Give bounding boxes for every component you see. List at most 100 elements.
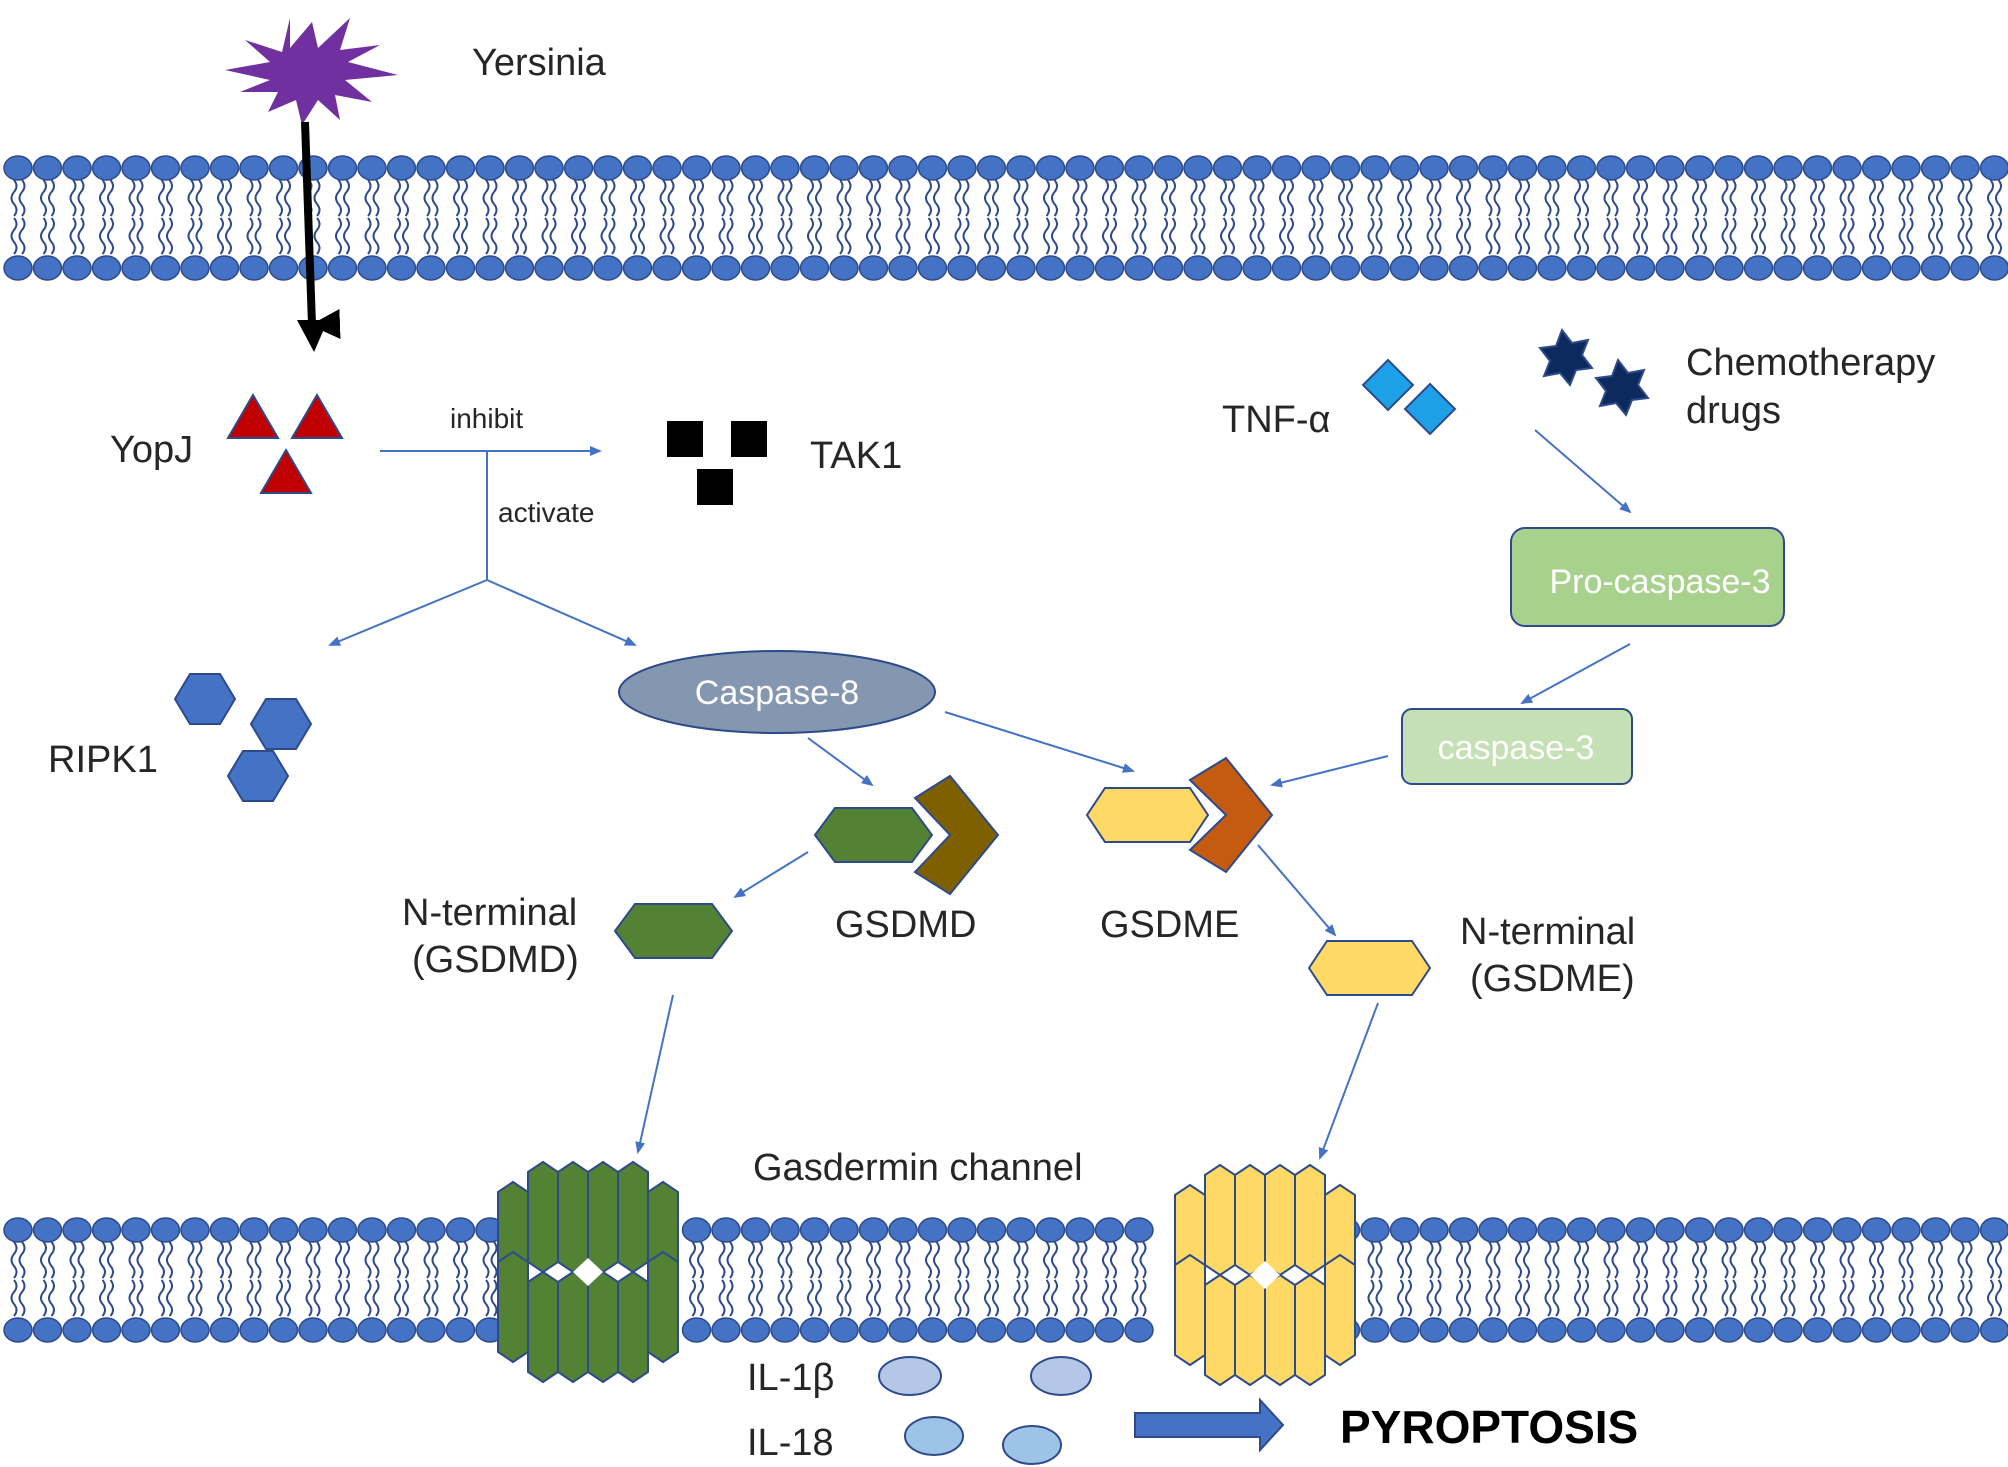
gsdmd-protein-icon xyxy=(813,774,1000,896)
nterminal-gsdmd-icon xyxy=(613,903,734,959)
caspase3-to-gsdme-arrow xyxy=(1270,755,1389,788)
lipid-molecule xyxy=(770,1217,800,1343)
lipid-molecule xyxy=(209,1217,240,1343)
cytokine-ellipses-icon xyxy=(878,1356,1092,1396)
il1b-label: IL-1β xyxy=(747,1357,834,1399)
lipid-molecule xyxy=(91,155,122,281)
lipid-molecule xyxy=(1507,155,1538,281)
lipid-molecule xyxy=(1861,155,1892,281)
gasdermin-subunit xyxy=(617,1270,649,1384)
gsdme-to-nterminal-arrow xyxy=(1257,844,1337,937)
lipid-molecule xyxy=(1124,1217,1154,1343)
lipid-molecule xyxy=(386,155,417,281)
gasdermin-subunit xyxy=(557,1270,589,1384)
activate-to-caspase8-arrow xyxy=(486,579,637,646)
gsdme-protein-icon xyxy=(1085,756,1274,874)
gasdermin-subunit xyxy=(587,1160,619,1274)
lipid-molecule xyxy=(1832,155,1862,281)
lipid-molecule xyxy=(1419,155,1449,281)
lipid-molecule xyxy=(681,155,712,281)
gasdermin-subunit xyxy=(1324,1253,1356,1367)
lipid-molecule xyxy=(416,1217,446,1343)
lipid-molecule xyxy=(1301,155,1331,281)
lipid-molecule xyxy=(1006,155,1036,281)
gasdermin-subunit xyxy=(1204,1163,1236,1277)
lipid-molecule xyxy=(1330,155,1361,281)
lipid-molecule xyxy=(1920,155,1951,281)
yersinia-arrowhead xyxy=(297,320,328,352)
lipid-molecule xyxy=(1714,155,1744,281)
chemotherapy-drug-stars-icon xyxy=(1538,327,1650,417)
lipid-molecule xyxy=(1714,1217,1744,1343)
lipid-molecule xyxy=(888,155,918,281)
gasdermin-subunit xyxy=(1294,1273,1326,1387)
lipid-molecule xyxy=(1360,1217,1390,1343)
lipid-molecule xyxy=(1625,1217,1656,1343)
pyroptosis-label: PYROPTOSIS xyxy=(1340,1401,1638,1453)
lipid-molecule xyxy=(239,155,269,281)
gasdermin-subunit xyxy=(527,1160,559,1274)
lipid-molecule xyxy=(1360,155,1390,281)
lipid-molecule xyxy=(1242,155,1272,281)
pore-opening xyxy=(573,1258,603,1286)
lipid-molecule xyxy=(1389,1217,1420,1343)
tnf-alpha-label: TNF-α xyxy=(1222,399,1331,441)
chemotherapy-label-line2: drugs xyxy=(1686,390,1781,432)
gasdermin-subunit xyxy=(1174,1253,1206,1367)
lipid-molecule xyxy=(32,155,63,281)
lipid-molecule xyxy=(1537,155,1567,281)
lipid-molecule xyxy=(622,155,653,281)
lipid-molecule xyxy=(563,155,594,281)
ripk1-hexagons-icon xyxy=(173,673,313,802)
lipid-molecule xyxy=(681,1217,712,1343)
nterminal-gsdmd-to-channel-arrow xyxy=(635,994,674,1154)
lipid-molecule xyxy=(1065,1217,1095,1343)
lipid-molecule xyxy=(1596,1217,1626,1343)
lipid-molecule xyxy=(1743,155,1774,281)
activate-label: activate xyxy=(498,497,595,528)
lipid-molecule xyxy=(593,155,623,281)
lipid-molecule xyxy=(711,155,741,281)
ripk1-label: RIPK1 xyxy=(48,739,158,781)
pro-caspase3-label: Pro-caspase-3 xyxy=(1549,563,1770,601)
gasdermin-subunit xyxy=(587,1270,619,1384)
gsdme-channel-pore xyxy=(1174,1163,1356,1387)
lipid-molecule xyxy=(1537,1217,1567,1343)
lipid-molecule xyxy=(150,1217,181,1343)
lipid-molecule xyxy=(1950,1217,1980,1343)
lipid-molecule xyxy=(1478,155,1508,281)
lipid-molecule xyxy=(1124,155,1154,281)
lipid-molecule xyxy=(1389,155,1420,281)
lipid-molecule xyxy=(62,155,92,281)
tak1-squares-icon xyxy=(667,421,767,505)
il18-label: IL-18 xyxy=(747,1422,834,1464)
lipid-molecule xyxy=(1094,155,1125,281)
lipid-molecule xyxy=(327,1217,358,1343)
gsdmd-to-nterminal-arrow xyxy=(733,851,809,899)
lipid-molecule xyxy=(1566,155,1597,281)
lipid-molecule xyxy=(1625,155,1656,281)
yersinia-label: Yersinia xyxy=(472,42,607,84)
lipid-molecule xyxy=(1832,1217,1862,1343)
gasdermin-subunit xyxy=(1234,1273,1266,1387)
lipid-molecule xyxy=(1153,155,1184,281)
lipid-molecule xyxy=(1212,155,1243,281)
lipid-molecule xyxy=(711,1217,741,1343)
lipid-molecule xyxy=(32,1217,63,1343)
pore-opening xyxy=(1250,1261,1280,1289)
lipid-molecule xyxy=(1183,155,1213,281)
yopj-triangles-icon xyxy=(226,393,344,494)
caspase3-label: caspase-3 xyxy=(1438,729,1595,767)
nterminal-gsdme-label-line1: N-terminal xyxy=(1460,911,1635,953)
lipid-molecule xyxy=(799,1217,830,1343)
lipid-molecule xyxy=(1979,1217,2008,1343)
yersinia-injection-arrow xyxy=(301,121,341,340)
procaspase3-to-caspase3-arrow xyxy=(1520,643,1631,704)
lipid-molecule xyxy=(917,155,948,281)
lipid-molecule xyxy=(1773,155,1803,281)
yersinia-bacterium-icon xyxy=(225,18,398,125)
lipid-molecule xyxy=(740,155,771,281)
lipid-molecule xyxy=(799,155,830,281)
caspase3-node xyxy=(1401,708,1633,785)
lipid-molecule xyxy=(445,1217,476,1343)
